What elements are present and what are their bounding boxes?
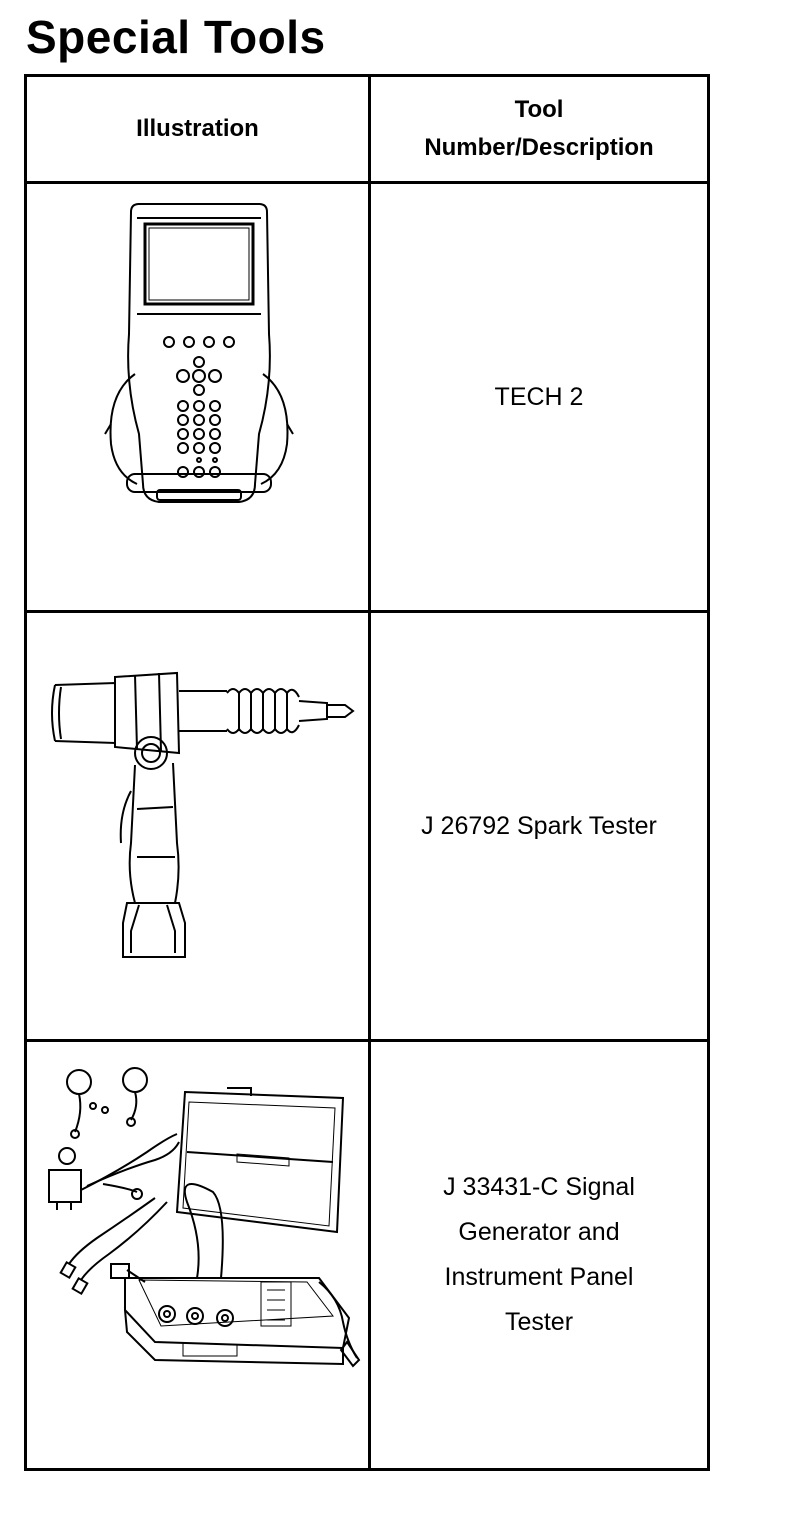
page-title: Special Tools	[26, 11, 326, 63]
illustration-cell	[24, 610, 371, 1042]
tool-description-header-label: Tool Number/Description	[424, 96, 654, 161]
special-tools-table: Illustration Tool Number/Description	[24, 74, 710, 1471]
description-cell: J 26792 Spark Tester	[368, 610, 710, 1042]
tool-description: TECH 2	[494, 382, 584, 411]
description-cell: J 33431-C Signal Generator and Instrumen…	[368, 1039, 710, 1471]
table-row: J 33431-C Signal Generator and Instrumen…	[24, 1039, 710, 1471]
illustration-header: Illustration	[24, 74, 371, 184]
illustration-cell	[24, 181, 371, 613]
tool-description-header: Tool Number/Description	[368, 74, 710, 184]
table-header-row: Illustration Tool Number/Description	[24, 74, 710, 184]
scan-tool-icon	[104, 203, 294, 503]
description-cell: TECH 2	[368, 181, 710, 613]
illustration-cell	[24, 1039, 371, 1471]
signal-generator-kit-icon	[48, 1067, 361, 1368]
tool-description: J 26792 Spark Tester	[421, 811, 657, 840]
tool-description: J 33431-C Signal Generator and Instrumen…	[443, 1173, 635, 1336]
table-row: TECH 2	[24, 181, 710, 613]
table-row: J 26792 Spark Tester	[24, 610, 710, 1042]
spark-tester-icon	[51, 671, 355, 958]
